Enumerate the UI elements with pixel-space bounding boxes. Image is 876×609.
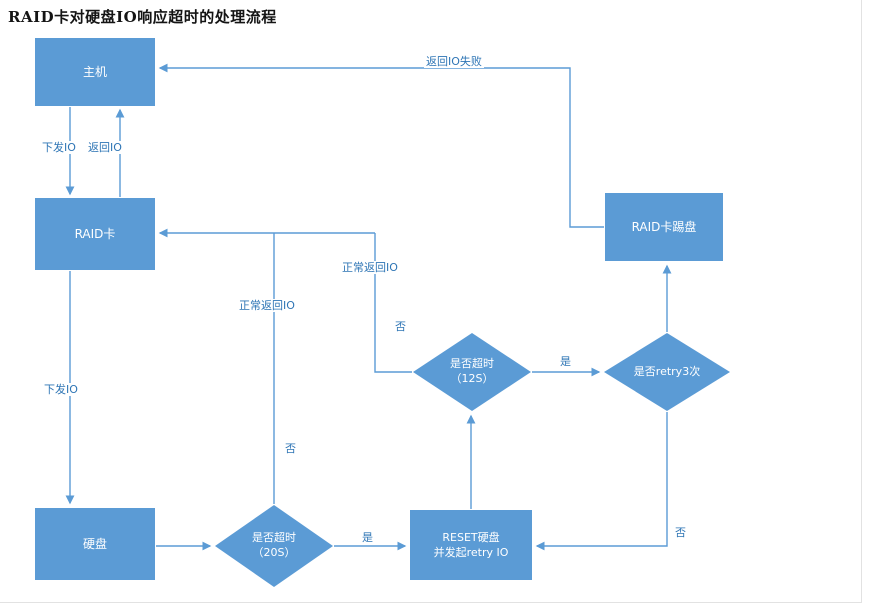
node-kick-disk-label: RAID卡踢盘 [631, 219, 697, 234]
node-reset-disk: RESET硬盘 并发起retry IO [410, 510, 532, 580]
edge-label-send-io-raid-disk: 下发IO [42, 383, 80, 397]
edge-label-normal-return-io-12s: 正常返回IO [340, 261, 400, 275]
edge-retry3-no-to-reset [535, 412, 668, 551]
edge-label-return-io-fail: 返回IO失败 [424, 55, 484, 69]
node-timeout-12s-line1: 是否超时 [450, 357, 494, 371]
node-retry-3-times-label: 是否retry3次 [633, 364, 701, 378]
node-host: 主机 [35, 38, 155, 106]
node-timeout-12s-line2: （12S） [450, 372, 494, 385]
node-disk-label: 硬盘 [82, 536, 107, 551]
edge-label-yes-20s: 是 [360, 531, 375, 545]
node-timeout-20s-line1: 是否超时 [252, 531, 296, 545]
page-title: RAID卡对硬盘IO响应超时的处理流程 [8, 8, 277, 26]
edge-label-normal-return-io-20s: 正常返回IO [237, 299, 297, 313]
edge-label-send-io-host-raid: 下发IO [40, 141, 78, 155]
edge-label-return-io: 返回IO [86, 141, 124, 155]
node-raid-card-label: RAID卡 [74, 226, 116, 241]
edge-kick-to-host [158, 63, 604, 228]
edge-timeout12-no-up [374, 233, 412, 373]
node-host-label: 主机 [82, 64, 107, 79]
edge-label-no-12s: 否 [393, 320, 408, 334]
edge-label-yes-12s: 是 [558, 355, 573, 369]
node-timeout-20s-line2: （20S） [252, 546, 296, 559]
node-disk: 硬盘 [35, 508, 155, 580]
node-kick-disk: RAID卡踢盘 [605, 193, 723, 261]
edge-label-no-retry3: 否 [673, 526, 688, 540]
edge-label-no-20s: 否 [283, 442, 298, 456]
node-raid-card: RAID卡 [35, 198, 155, 270]
node-reset-disk-line1: RESET硬盘 [442, 530, 500, 544]
node-reset-disk-line2: 并发起retry IO [433, 546, 509, 559]
